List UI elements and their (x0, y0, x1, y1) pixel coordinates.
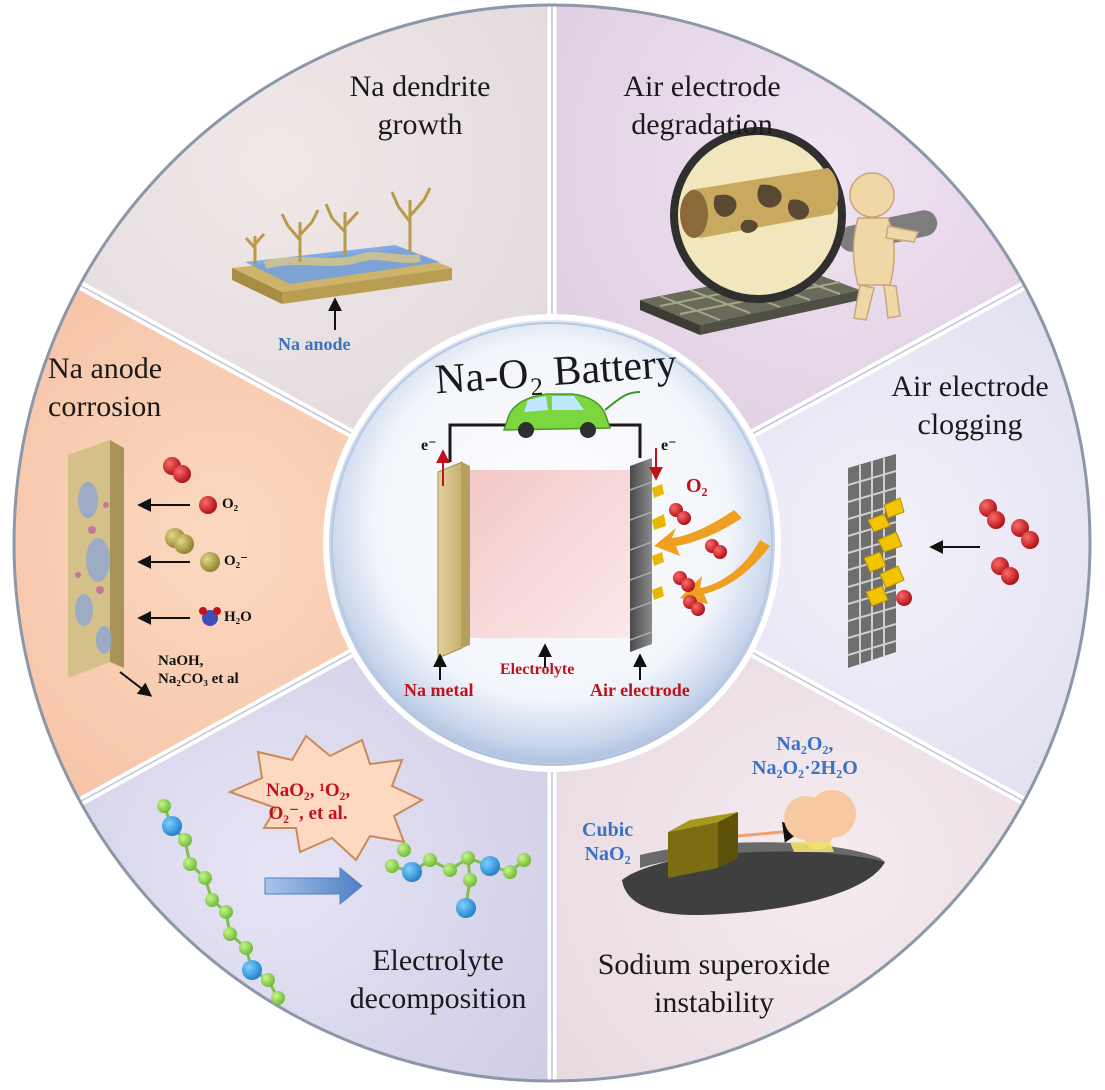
title-line: Air electrode (623, 70, 781, 103)
figure-person (849, 172, 920, 321)
title-line: Sodium superoxide (597, 948, 831, 981)
electric-car (502, 391, 641, 438)
sector-title-superoxide: Sodium superoxide instability (574, 946, 854, 1021)
title-line: Electrolyte (372, 944, 504, 977)
title-line: degradation (631, 107, 773, 141)
species-water-label: H₂O (224, 609, 252, 625)
sector-title-air-degradation: Air electrode degradation (572, 68, 832, 143)
air-electrode-label: Air electrode (590, 680, 690, 700)
species-line: NaO₂ (584, 843, 631, 865)
species-o2-label: O₂ (222, 496, 239, 512)
na2o2-label: Na₂O₂, Na₂O₂·2H₂O (752, 732, 858, 780)
title-line: Na dendrite (349, 70, 491, 103)
degradation-illustration (640, 127, 938, 335)
corrosion-arrows (119, 498, 190, 697)
degraded-fiber (680, 168, 839, 238)
product-line: Na₂CO₃ et al (158, 671, 239, 687)
sector-title-air-clogging: Air electrode clogging (860, 368, 1080, 443)
outer-ring (12, 3, 1092, 1083)
species-line: Cubic (582, 819, 634, 841)
title-line: Air electrode (891, 370, 1049, 403)
species-line: Na₂O₂, (776, 733, 834, 755)
title-line: instability (654, 985, 774, 1019)
electron-label-left: e⁻ (421, 437, 437, 454)
clogging-illustration (847, 454, 912, 668)
corrosion-products-label: NaOH, Na₂CO₃ et al (158, 652, 239, 688)
cubic-nao2 (668, 812, 738, 878)
o2-flow-arrows (654, 510, 770, 604)
dendrite-illustration (232, 187, 452, 304)
sector-air-clogging (552, 242, 1090, 843)
burst-label: NaO₂, ¹O₂, O₂⁻, et al. (266, 780, 350, 826)
sector-title-electrolyte-decomp: Electrolyte decomposition (318, 942, 558, 1017)
electrolyte-label: Electrolyte (500, 661, 575, 678)
electron-label-right: e⁻ (661, 437, 677, 454)
na-metal-electrode (437, 461, 463, 659)
decomposition-arrow (264, 866, 363, 906)
title-line: Na anode (48, 352, 163, 385)
product-line: NaOH, (158, 653, 204, 669)
na-anode-label: Na anode (278, 334, 351, 354)
title-line: decomposition (349, 981, 527, 1015)
o2-molecules-right (979, 499, 1039, 585)
species-line: Na₂O₂·2H₂O (752, 757, 858, 779)
cubic-nao2-label: Cubic NaO₂ (582, 818, 633, 866)
air-electrode (630, 458, 652, 652)
o2-label-center: O₂ (686, 475, 708, 497)
burst-line: O₂⁻, et al. (268, 802, 348, 824)
burst-shape (227, 734, 425, 862)
o2-molecules-center (669, 503, 727, 616)
na-metal-label: Na metal (404, 680, 474, 700)
sector-title-anode-corrosion: Na anode corrosion (48, 350, 228, 425)
center-battery (323, 314, 781, 772)
title-line: growth (377, 107, 463, 141)
title-line: clogging (917, 407, 1023, 441)
burst-line: NaO₂, ¹O₂, (266, 780, 351, 801)
corrosion-species (163, 457, 221, 626)
title-line: corrosion (48, 389, 162, 423)
sector-title-na-dendrite: Na dendrite growth (300, 68, 540, 143)
superoxide-illustration (622, 790, 885, 916)
electrolyte-illustration (157, 734, 531, 1005)
electrolyte-region (465, 470, 635, 638)
corrosion-illustration (68, 440, 124, 678)
species-superoxide-label: O₂⁻ (224, 553, 249, 569)
